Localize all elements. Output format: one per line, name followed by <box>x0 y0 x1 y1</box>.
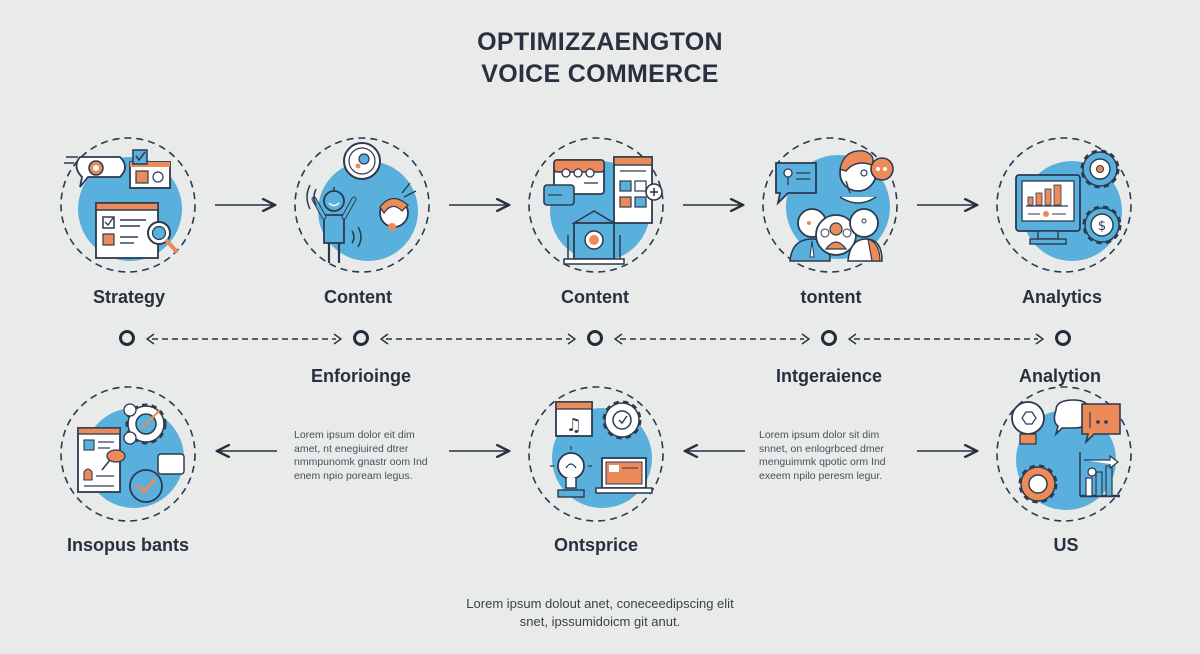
label-tontent: tontent <box>800 287 862 307</box>
arrow-right-1 <box>213 198 279 212</box>
label-analytion: Analytion <box>1018 366 1101 386</box>
analytics-dashboard-icon: $ <box>996 137 1132 273</box>
node-analytics: $ <box>994 135 1134 275</box>
label-content-1: Content <box>324 287 392 307</box>
label-ontsprice: Ontsprice <box>553 535 639 555</box>
page-title: OPTIMIZZAENGTON VOICE COMMERCE <box>0 26 1200 90</box>
label-us: US <box>1053 535 1079 555</box>
description-left: Lorem ipsum dolor eit dim amet, nt enegi… <box>294 429 428 482</box>
dashed-connector-3 <box>612 332 812 351</box>
label-analytics: Analytics <box>1021 287 1103 307</box>
label-intgeraience: Intgeraience <box>775 366 883 386</box>
checklist-approval-icon <box>60 386 196 522</box>
node-content-voice <box>292 135 432 275</box>
arrow-right-4 <box>915 198 981 212</box>
ideas-insights-icon <box>996 386 1132 522</box>
voice-assistant-icon <box>294 137 430 273</box>
footer-text: Lorem ipsum dolout anet, coneceedipscing… <box>466 596 734 629</box>
node-tontent-team <box>760 135 900 275</box>
timeline-dot-2 <box>353 330 369 346</box>
label-insopus-bants: Insopus bants <box>66 535 189 555</box>
strategy-search-icon <box>60 137 196 273</box>
dashed-connector-2 <box>378 332 578 351</box>
content-layout-icon <box>528 137 664 273</box>
dashed-connector-4 <box>846 332 1046 351</box>
timeline-dot-1 <box>119 330 135 346</box>
node-content-layout <box>526 135 666 275</box>
label-strategy: Strategy <box>92 287 166 307</box>
node-ontsprice: ♫ <box>526 384 666 524</box>
timeline-dot-5 <box>1055 330 1071 346</box>
svg-text:♫: ♫ <box>566 415 582 436</box>
timeline-dot-3 <box>587 330 603 346</box>
arrow-right-3 <box>681 198 747 212</box>
timeline-dot-4 <box>821 330 837 346</box>
arrow-right-2 <box>447 198 513 212</box>
dashed-connector-1 <box>144 332 344 351</box>
label-enforioinge: Enforioinge <box>311 366 411 386</box>
title-line-2: VOICE COMMERCE <box>481 60 719 88</box>
arrow-left-1 <box>213 444 279 458</box>
media-innovation-icon: ♫ <box>528 386 664 522</box>
arrow-right-5 <box>447 444 513 458</box>
node-strategy <box>58 135 198 275</box>
title-line-1: OPTIMIZZAENGTON <box>477 28 723 56</box>
description-right: Lorem ipsum dolor sit dim snnet, on enlo… <box>759 429 886 482</box>
node-insopus-bants <box>58 384 198 524</box>
label-content-2: Content <box>561 287 629 307</box>
node-us <box>994 384 1134 524</box>
arrow-right-6 <box>915 444 981 458</box>
arrow-left-2 <box>681 444 747 458</box>
svg-text:$: $ <box>1098 219 1106 234</box>
customer-support-team-icon <box>762 137 898 273</box>
